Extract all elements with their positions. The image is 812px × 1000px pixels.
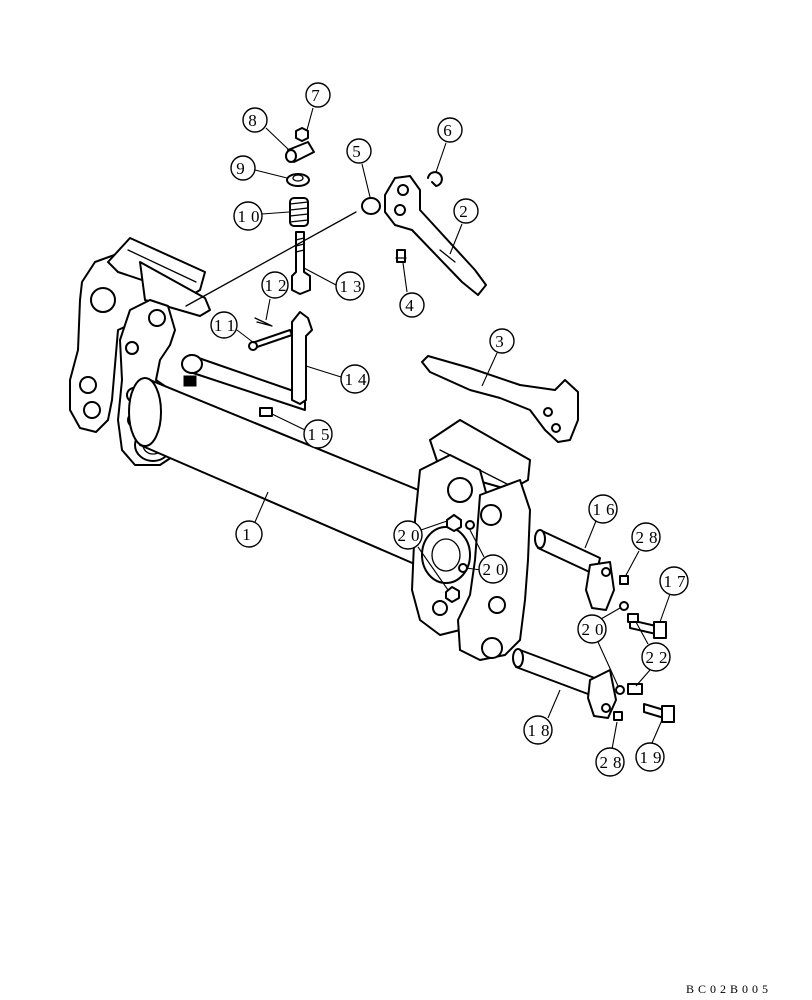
callout-18-label: 18 — [528, 721, 555, 740]
callout-7: 7 — [305, 82, 331, 131]
grease-fitting-15 — [259, 407, 273, 417]
plunger-13 — [291, 231, 311, 295]
callout-20-lower: 20 — [577, 607, 621, 687]
nut-20a — [446, 514, 462, 532]
nut-20d — [445, 586, 460, 603]
callout-28-upper: 28 — [624, 522, 663, 578]
snap-ring-6 — [427, 171, 443, 187]
washer-9 — [286, 173, 310, 187]
grease-fitting-4 — [395, 249, 407, 263]
washer-20f — [615, 685, 625, 695]
callout-7-label: 7 — [311, 86, 325, 105]
upper-cross-tube — [181, 354, 306, 411]
callout-16: 16 — [584, 494, 620, 549]
pin-8 — [285, 141, 315, 163]
callout-1: 1 — [235, 491, 269, 548]
callout-11: 11 — [210, 311, 255, 344]
nut-7 — [295, 127, 309, 142]
callout-6-label: 6 — [443, 121, 457, 140]
grease-fitting-28a — [619, 575, 629, 585]
callout-19: 19 — [635, 719, 667, 772]
callout-22: 22 — [635, 621, 673, 687]
callout-20-middle-label: 20 — [483, 560, 510, 579]
callout-28-upper-label: 28 — [636, 528, 663, 547]
cotter-pin-12 — [254, 317, 273, 327]
callout-13: 13 — [303, 267, 367, 301]
callout-9-label: 9 — [236, 159, 250, 178]
callout-10-label: 10 — [238, 207, 265, 226]
callout-20-upper-label: 20 — [398, 526, 425, 545]
callout-2: 2 — [449, 198, 479, 255]
callout-8-label: 8 — [248, 111, 262, 130]
left-side-plate-rear — [69, 249, 151, 433]
pin-16 — [534, 529, 615, 611]
grease-fitting-28b — [613, 711, 623, 721]
callout-3-label: 3 — [495, 332, 509, 351]
callout-17-label: 17 — [664, 572, 691, 591]
callout-4-label: 4 — [405, 296, 419, 315]
right-frame-assembly — [411, 419, 531, 661]
callout-14: 14 — [305, 364, 372, 394]
pin-18 — [512, 648, 617, 719]
callout-20-lower-label: 20 — [582, 620, 609, 639]
parts-artwork — [69, 127, 675, 723]
washer-20e — [619, 601, 629, 611]
callout-15-label: 15 — [308, 425, 335, 444]
callout-14-label: 14 — [345, 370, 372, 389]
callout-20-upper: 20 — [393, 520, 449, 591]
callout-28-lower: 28 — [595, 721, 627, 777]
callout-1-label: 1 — [242, 525, 256, 544]
callout-17: 17 — [659, 566, 691, 623]
pin-11 — [248, 329, 293, 351]
callout-20-middle: 20 — [465, 529, 510, 584]
callouts: 7 8 9 10 5 6 2 — [210, 82, 691, 777]
callout-5-label: 5 — [352, 142, 366, 161]
callout-13-label: 13 — [340, 277, 367, 296]
callout-11-label: 11 — [214, 316, 240, 335]
washer-5 — [361, 197, 381, 215]
latch-handle-lower — [421, 355, 579, 443]
spring-10 — [289, 197, 309, 227]
lever-14 — [291, 311, 313, 405]
callout-12: 12 — [261, 271, 292, 321]
washer-20b — [465, 520, 475, 530]
callout-16-label: 16 — [593, 500, 620, 519]
callout-12-label: 12 — [265, 276, 292, 295]
callout-2-label: 2 — [459, 202, 473, 221]
drawing-code: BC02B005 — [685, 982, 772, 996]
callout-19-label: 19 — [640, 748, 667, 767]
callout-8: 8 — [242, 107, 290, 151]
main-cross-tube — [128, 377, 456, 576]
callout-10: 10 — [233, 201, 290, 231]
callout-22-label: 22 — [646, 648, 673, 667]
callout-5: 5 — [346, 138, 372, 198]
bolt-19 — [643, 703, 675, 723]
callout-28-lower-label: 28 — [600, 753, 627, 772]
spacer-22 — [627, 683, 643, 695]
callout-3: 3 — [481, 328, 515, 387]
callout-9: 9 — [230, 155, 288, 181]
assembly-line — [185, 211, 357, 307]
latch-handle-upper — [384, 175, 487, 296]
callout-4: 4 — [399, 262, 425, 318]
callout-6: 6 — [435, 117, 463, 173]
callout-18: 18 — [523, 689, 561, 745]
callout-15: 15 — [271, 413, 335, 449]
spacer-22b — [627, 613, 639, 623]
washer-20c — [458, 563, 468, 573]
